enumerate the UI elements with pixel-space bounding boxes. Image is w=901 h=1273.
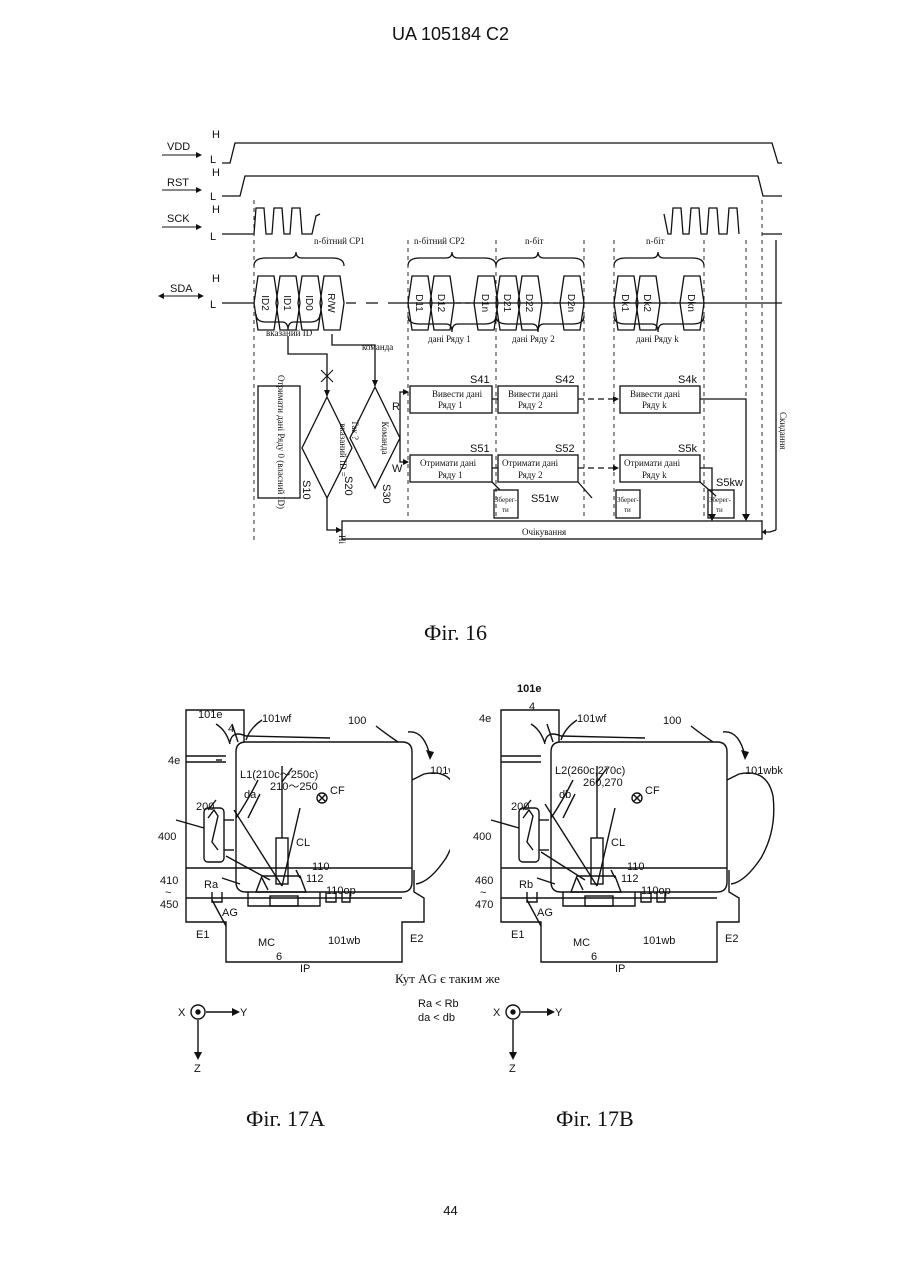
note-r: Ra < Rb <box>418 998 459 1010</box>
note-d: da < db <box>418 1012 455 1024</box>
figure-17a-caption: Фіг. 17A <box>246 1106 325 1132</box>
figure-17b-caption: Фіг. 17B <box>556 1106 634 1132</box>
note-angle: Кут AG є таким же <box>395 971 500 986</box>
page-number: 44 <box>0 1203 901 1218</box>
